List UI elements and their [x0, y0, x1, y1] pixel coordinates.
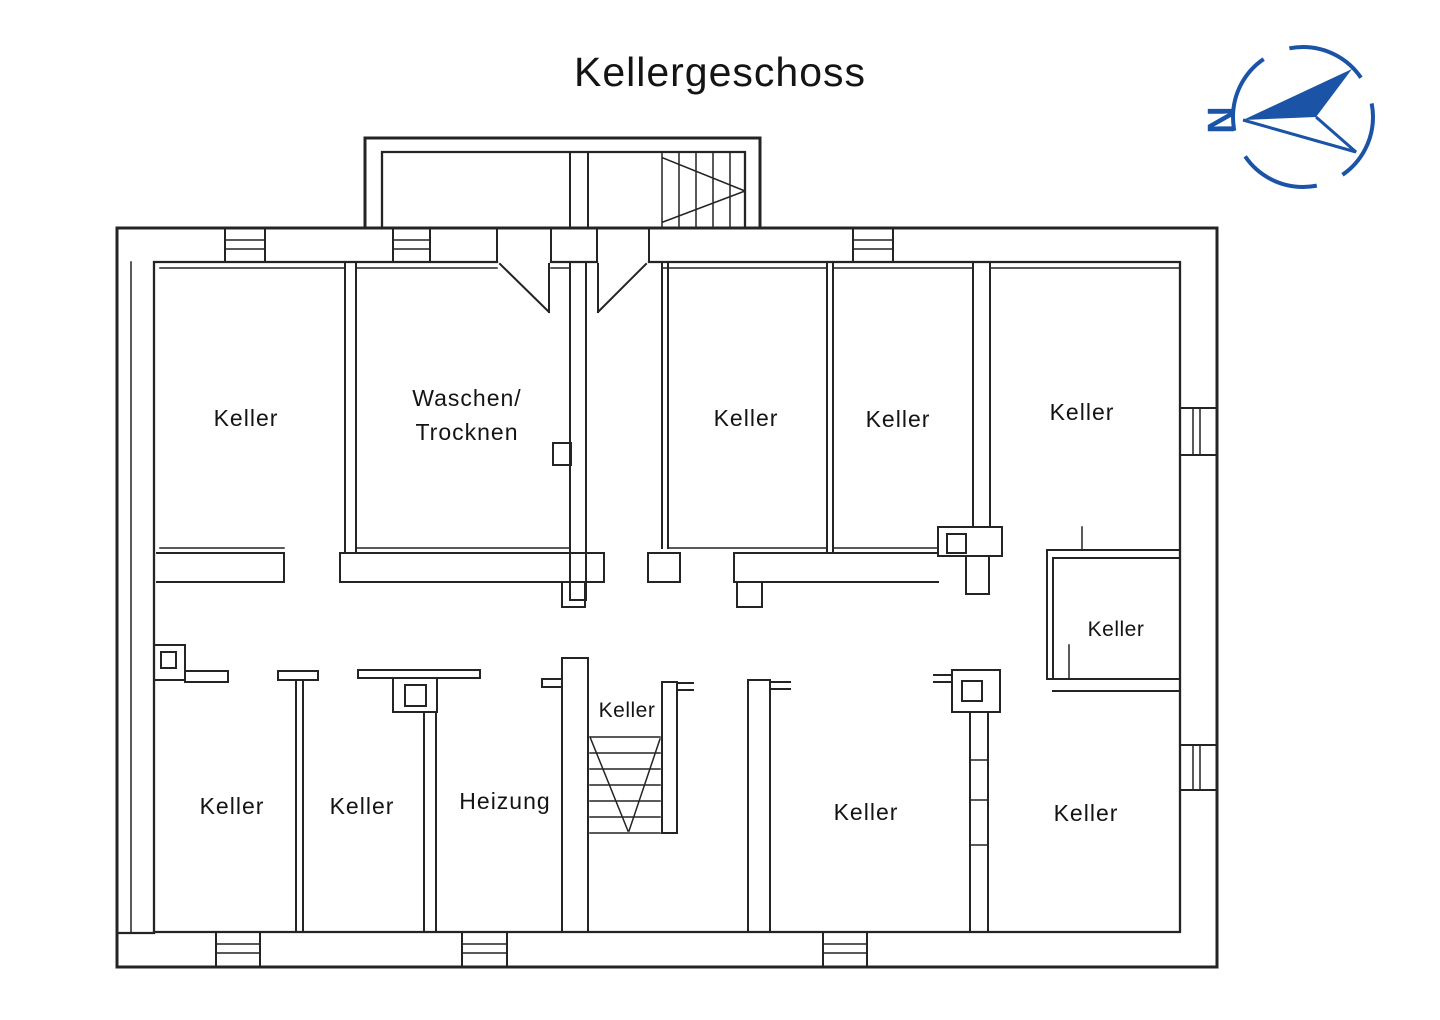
- compass-arrow-tail: [1242, 115, 1357, 154]
- room-label-keller-bottom-right-2: Keller: [1054, 800, 1119, 826]
- room-label-heizung: Heizung: [459, 788, 550, 814]
- page-title: Kellergeschoss: [574, 49, 866, 95]
- room-label-keller-right-small: Keller: [1088, 618, 1145, 641]
- room-label-keller-top-left: Keller: [214, 405, 279, 431]
- room-label-keller-stairs: Keller: [599, 699, 656, 722]
- room-label-waschen-line2: Trocknen: [415, 419, 518, 445]
- exterior-walls-inner: [117, 150, 1182, 935]
- room-label-keller-top-mid-right: Keller: [866, 406, 931, 432]
- room-label-keller-bottom-left-1: Keller: [200, 793, 265, 819]
- compass-north-label: N: [1201, 106, 1243, 133]
- compass-circle: [1231, 45, 1375, 189]
- room-label-keller-bottom-left-2: Keller: [330, 793, 395, 819]
- exterior-walls-outer: [115, 136, 1219, 969]
- north-compass: N: [1201, 45, 1375, 189]
- interior-walls: [153, 151, 1218, 968]
- room-label-keller-top-right: Keller: [1050, 399, 1115, 425]
- room-labels: Keller Waschen/ Trocknen Keller Keller K…: [200, 385, 1145, 826]
- room-label-waschen-line1: Waschen/: [412, 385, 521, 411]
- stairs-and-window-details: [130, 151, 1201, 954]
- room-label-keller-top-mid-left: Keller: [714, 405, 779, 431]
- compass-arrow-icon: [1243, 69, 1352, 120]
- room-label-keller-bottom-right-1: Keller: [834, 799, 899, 825]
